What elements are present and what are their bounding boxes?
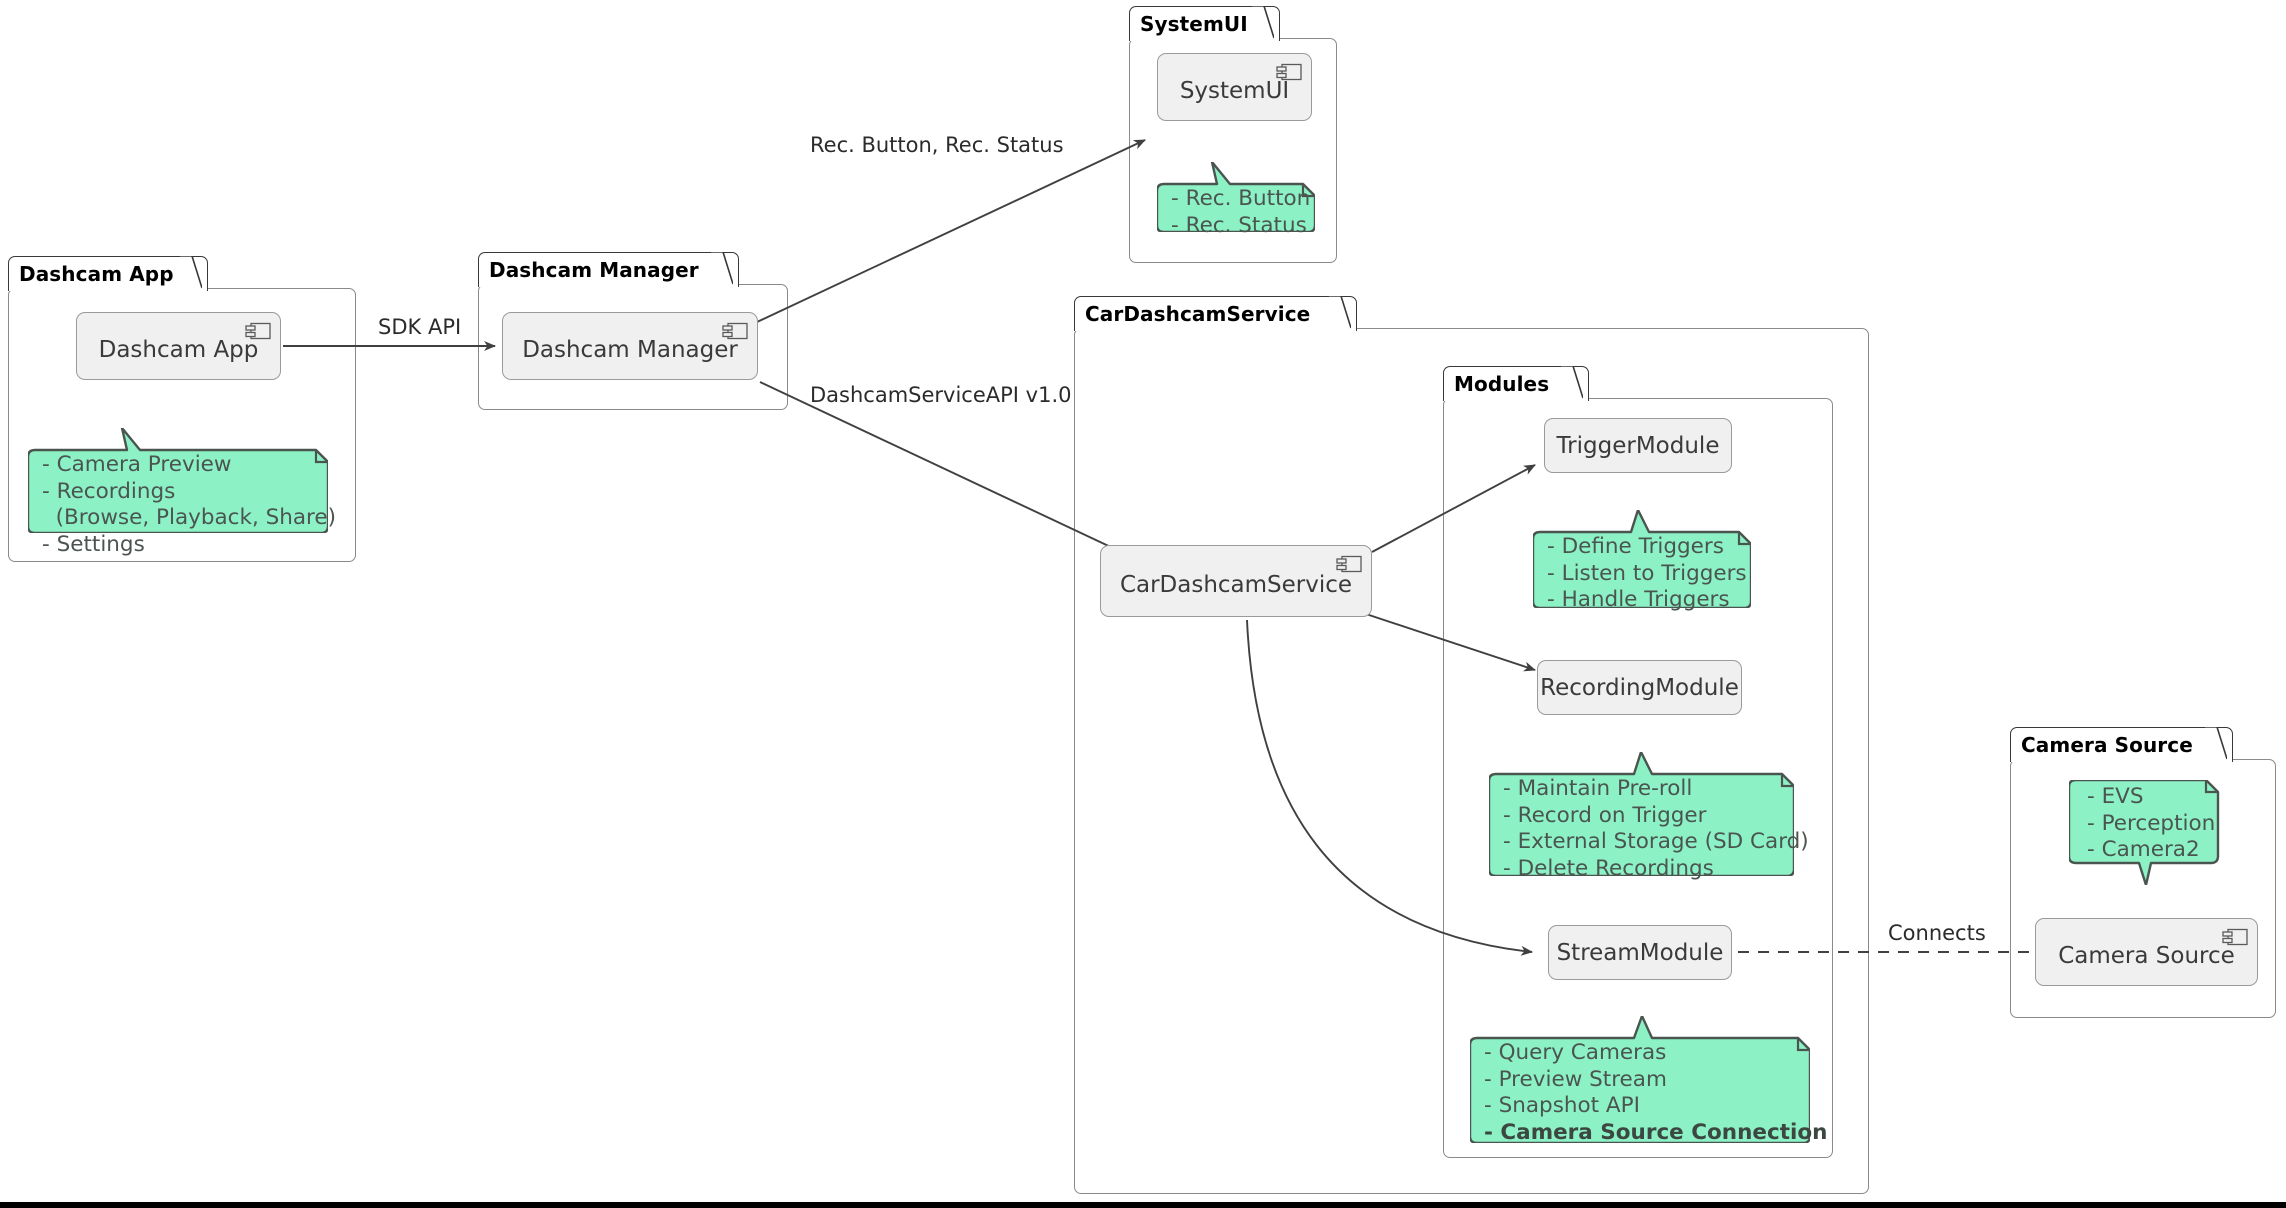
component-label: Dashcam App bbox=[98, 336, 259, 363]
package-tab-corner bbox=[1329, 296, 1351, 330]
component-icon bbox=[722, 322, 748, 340]
note-line: - Query Cameras bbox=[1484, 1040, 1667, 1065]
note-line: - Recordings bbox=[42, 478, 176, 504]
package-title: SystemUI bbox=[1140, 12, 1248, 36]
component-trigger-module[interactable]: TriggerModule bbox=[1544, 418, 1732, 473]
note-line: - Camera2 bbox=[2087, 837, 2200, 862]
package-tab-corner bbox=[1252, 6, 1274, 40]
note-line: - Camera Preview bbox=[42, 452, 232, 477]
note-line: - External Storage (SD Card) bbox=[1503, 829, 1809, 854]
note-line: - EVS bbox=[2087, 784, 2144, 809]
component-label: Camera Source bbox=[2058, 942, 2235, 969]
component-icon bbox=[1336, 555, 1362, 573]
note-line: - Rec. Button bbox=[1171, 186, 1311, 211]
package-title: Camera Source bbox=[2021, 733, 2193, 757]
note-line: - Delete Recordings bbox=[1503, 855, 1714, 881]
component-label: RecordingModule bbox=[1540, 674, 1739, 701]
note-line: - Maintain Pre-roll bbox=[1503, 776, 1693, 801]
component-label: Dashcam Manager bbox=[522, 336, 738, 363]
component-cardashcamservice[interactable]: CarDashcamService bbox=[1100, 545, 1372, 617]
package-tab-dashcam-manager: Dashcam Manager bbox=[478, 252, 739, 287]
note-systemui: - Rec. Button - Rec. Status bbox=[1157, 162, 1315, 238]
component-label: TriggerModule bbox=[1556, 432, 1720, 459]
edge-label-dashcamserviceapi: DashcamServiceAPI v1.0 bbox=[810, 383, 1072, 407]
component-label: StreamModule bbox=[1556, 939, 1724, 966]
note-line: - Listen to Triggers bbox=[1547, 560, 1747, 586]
component-icon bbox=[2222, 928, 2248, 946]
package-tab-corner bbox=[2205, 727, 2227, 761]
note-shape bbox=[2069, 780, 2220, 885]
note-line: (Browse, Playback, Share) bbox=[42, 505, 337, 530]
note-shape bbox=[28, 428, 328, 533]
component-label: CarDashcamService bbox=[1119, 571, 1353, 598]
note-text: - Camera Preview - Recordings (Browse, P… bbox=[42, 452, 336, 558]
package-tab-corner bbox=[180, 256, 202, 290]
component-stream-module[interactable]: StreamModule bbox=[1548, 925, 1732, 980]
note-text: - Define Triggers - Listen to Triggers -… bbox=[1547, 534, 1747, 614]
note-line-bold: - Camera Source Connection bbox=[1484, 1120, 1827, 1147]
component-camera-source[interactable]: Camera Source bbox=[2035, 918, 2258, 986]
component-dashcam-manager[interactable]: Dashcam Manager bbox=[502, 312, 758, 380]
note-line: - Settings bbox=[42, 531, 145, 557]
note-dashcam-app: - Camera Preview - Recordings (Browse, P… bbox=[28, 428, 336, 557]
note-text: - Query Cameras - Preview Stream - Snaps… bbox=[1484, 1040, 1827, 1146]
note-line: - Perception bbox=[2087, 810, 2216, 836]
edge-label-sdk-api: SDK API bbox=[378, 315, 462, 339]
note-recording-module: - Maintain Pre-roll - Record on Trigger … bbox=[1489, 752, 1809, 881]
note-text: - Rec. Button - Rec. Status bbox=[1171, 186, 1310, 239]
package-tab-corner bbox=[1561, 366, 1583, 400]
package-tab-dashcam-app: Dashcam App bbox=[8, 256, 208, 291]
note-shape bbox=[1157, 162, 1315, 232]
note-trigger-module: - Define Triggers - Listen to Triggers -… bbox=[1533, 510, 1751, 612]
note-stream-module: - Query Cameras - Preview Stream - Snaps… bbox=[1470, 1016, 1827, 1145]
edge-label-connects: Connects bbox=[1888, 921, 1986, 945]
package-tab-cardashcamservice: CarDashcamService bbox=[1074, 296, 1357, 331]
component-label: SystemUI bbox=[1179, 77, 1290, 104]
note-line: - Record on Trigger bbox=[1503, 802, 1707, 828]
package-tab-camera-source: Camera Source bbox=[2010, 727, 2233, 762]
note-line: - Define Triggers bbox=[1547, 534, 1724, 559]
package-title: CarDashcamService bbox=[1085, 302, 1311, 326]
note-line: - Preview Stream bbox=[1484, 1066, 1667, 1092]
note-line: - Rec. Status bbox=[1171, 212, 1307, 238]
note-text: - EVS - Perception - Camera2 bbox=[2087, 784, 2215, 864]
component-systemui[interactable]: SystemUI bbox=[1157, 53, 1312, 121]
edge-label-rec-button-status: Rec. Button, Rec. Status bbox=[810, 133, 1064, 157]
component-icon bbox=[1276, 63, 1302, 81]
component-dashcam-app[interactable]: Dashcam App bbox=[76, 312, 281, 380]
component-recording-module[interactable]: RecordingModule bbox=[1537, 660, 1742, 715]
note-line: - Snapshot API bbox=[1484, 1093, 1640, 1118]
note-line-bold-text: - Camera Source Connection bbox=[1484, 1119, 1828, 1145]
package-title: Dashcam App bbox=[19, 262, 174, 286]
note-line: - Handle Triggers bbox=[1547, 587, 1730, 612]
note-shape bbox=[1470, 1016, 1810, 1143]
package-title: Dashcam Manager bbox=[489, 258, 699, 282]
component-icon bbox=[245, 322, 271, 340]
package-title: Modules bbox=[1454, 372, 1550, 396]
note-camera-source: - EVS - Perception - Camera2 bbox=[2069, 780, 2227, 885]
package-tab-corner bbox=[711, 252, 733, 286]
note-text: - Maintain Pre-roll - Record on Trigger … bbox=[1503, 776, 1809, 882]
